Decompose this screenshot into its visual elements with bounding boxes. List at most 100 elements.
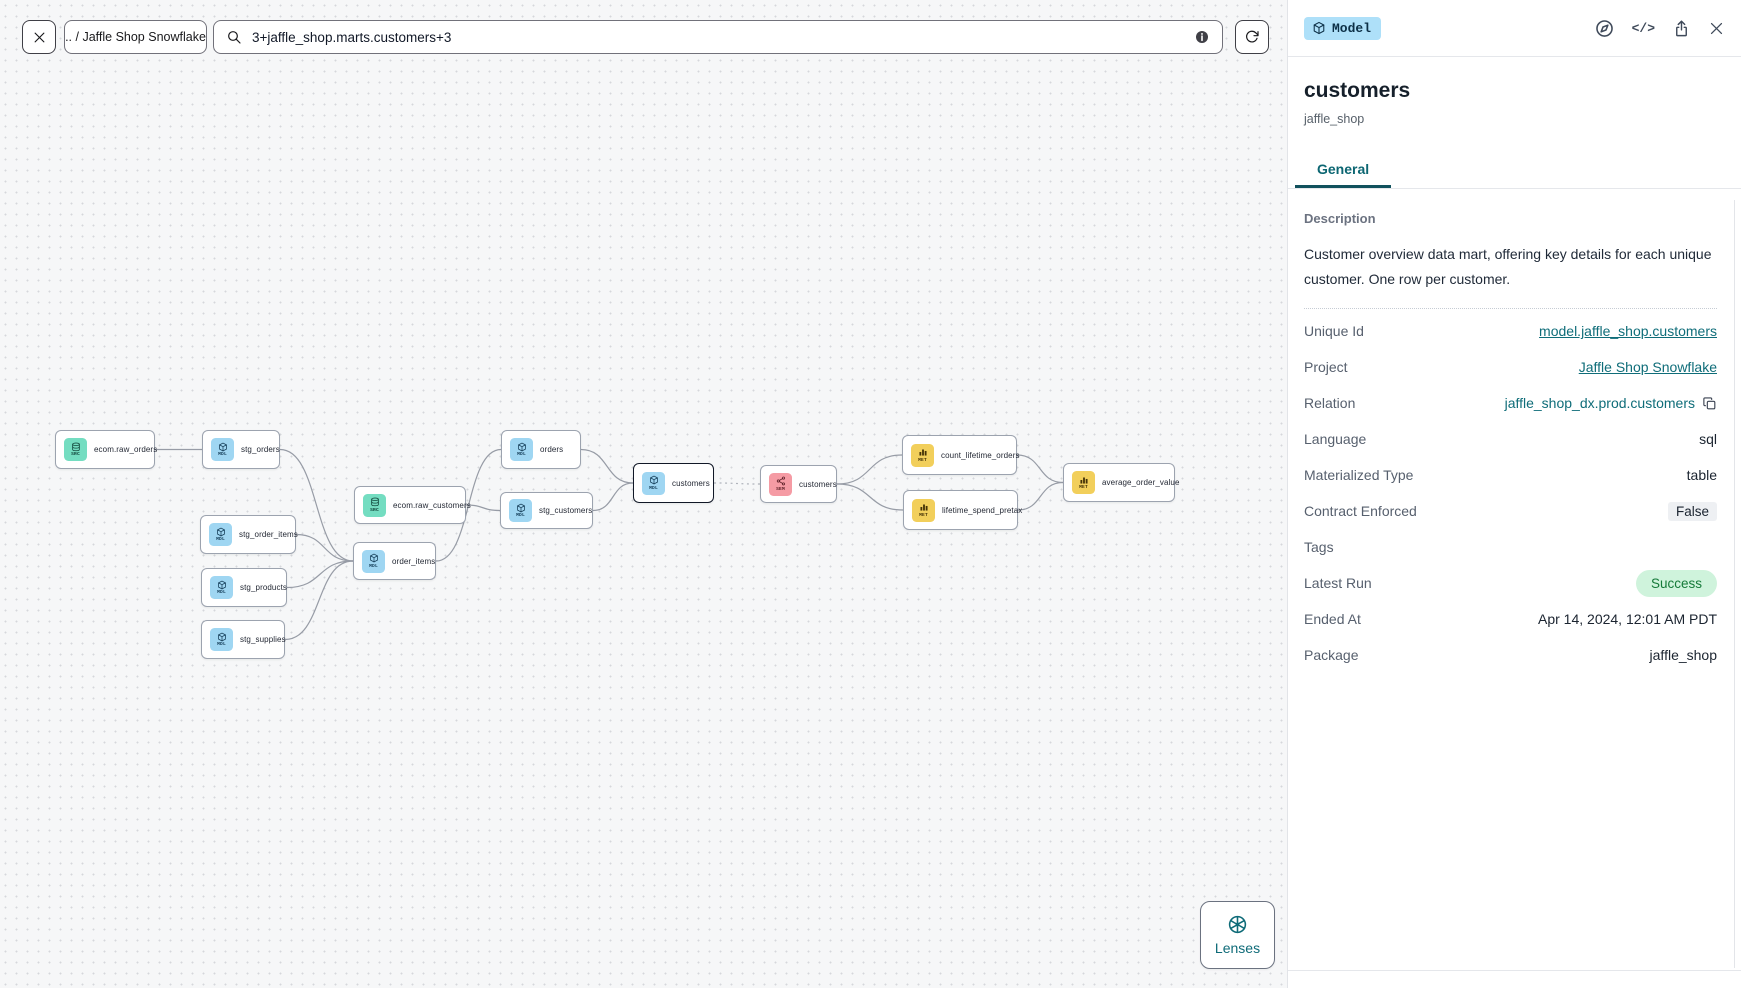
field-label: Unique Id	[1304, 323, 1364, 339]
node-label: ecom.raw_customers	[393, 500, 471, 510]
node-stg_orders[interactable]: MDL stg_orders	[202, 430, 280, 469]
node-lifetime_spend_pretax[interactable]: MET lifetime_spend_pretax	[903, 490, 1022, 530]
node-orders[interactable]: MDL orders	[501, 430, 581, 469]
field-row: Unique Id model.jaffle_shop.customers	[1304, 313, 1717, 349]
node-label: stg_customers	[539, 506, 593, 515]
field-label: Materialized Type	[1304, 467, 1414, 483]
page-subtitle: jaffle_shop	[1304, 112, 1365, 126]
search-icon	[226, 29, 242, 45]
field-label: Latest Run	[1304, 575, 1372, 591]
cube-icon: MDL	[510, 438, 533, 461]
node-stg_products[interactable]: MDL stg_products	[201, 568, 287, 607]
field-value: jaffle_shop	[1649, 647, 1717, 663]
node-label: average_order_value	[1102, 478, 1180, 487]
panel-scrollbar[interactable]	[1734, 200, 1735, 968]
node-label: stg_order_items	[239, 530, 298, 539]
bar-chart-icon: MET	[912, 498, 935, 522]
details-panel: Model </> customers jaffle_shop General …	[1287, 0, 1741, 988]
node-label: lifetime_spend_pretax	[942, 505, 1023, 515]
panel-footer	[1288, 970, 1741, 988]
node-label: orders	[540, 445, 564, 454]
copy-icon[interactable]	[1702, 396, 1717, 411]
field-label: Relation	[1304, 395, 1356, 411]
tab-bar: General	[1288, 150, 1741, 189]
field-label: Project	[1304, 359, 1348, 375]
field-value: Jaffle Shop Snowflake	[1578, 359, 1717, 375]
lineage-search[interactable]	[213, 20, 1223, 54]
node-label: order_items	[392, 556, 436, 566]
node-label: stg_products	[240, 583, 288, 592]
field-row: Latest Run Success	[1304, 565, 1717, 601]
status-badge: Success	[1635, 569, 1717, 597]
field-row: Ended At Apr 14, 2024, 12:01 AM PDT	[1304, 601, 1717, 637]
close-icon	[32, 30, 47, 45]
tab-general[interactable]: General	[1295, 150, 1392, 188]
cube-icon: MDL	[642, 471, 665, 495]
node-raw_customers[interactable]: SRC ecom.raw_customers	[354, 486, 471, 524]
refresh-icon	[1244, 29, 1260, 45]
cube-icon: MDL	[210, 576, 233, 599]
cube-icon	[1312, 21, 1326, 35]
close-lineage-button[interactable]	[22, 20, 56, 54]
lenses-button[interactable]: Lenses	[1200, 901, 1275, 969]
database-icon: SRC	[363, 493, 386, 517]
code-icon[interactable]: </>	[1631, 20, 1655, 36]
refresh-button[interactable]	[1235, 20, 1269, 54]
search-input[interactable]	[252, 29, 1184, 45]
cube-icon: MDL	[509, 499, 532, 522]
node-label: count_lifetime_orders	[941, 450, 1020, 460]
lenses-label: Lenses	[1214, 940, 1261, 956]
node-stg_customers[interactable]: MDL stg_customers	[500, 492, 593, 529]
node-average_order_value[interactable]: MET average_order_value	[1063, 463, 1179, 502]
field-label: Contract Enforced	[1304, 503, 1417, 519]
node-stg_order_items[interactable]: MDL stg_order_items	[200, 515, 298, 554]
field-label: Tags	[1304, 539, 1334, 555]
node-label: ecom.raw_orders	[94, 445, 158, 454]
field-row: Package jaffle_shop	[1304, 637, 1717, 673]
node-customers_model[interactable]: MDL customers	[633, 463, 714, 503]
field-label: Language	[1304, 431, 1367, 447]
bar-chart-icon: MET	[911, 443, 934, 467]
field-row: Project Jaffle Shop Snowflake	[1304, 349, 1717, 385]
details-panel-header: Model </>	[1288, 0, 1741, 57]
field-value: Apr 14, 2024, 12:01 AM PDT	[1538, 611, 1717, 627]
field-value: jaffle_shop_dx.prod.customers	[1505, 395, 1717, 411]
resource-type-badge: Model	[1304, 16, 1382, 40]
node-label: stg_orders	[241, 445, 280, 454]
resource-type-label: Model	[1332, 20, 1372, 36]
node-label: customers	[799, 479, 837, 489]
node-label: stg_supplies	[240, 635, 286, 644]
bar-chart-icon: MET	[1072, 471, 1095, 494]
node-label: customers	[672, 478, 710, 488]
node-raw_orders[interactable]: SRC ecom.raw_orders	[55, 430, 158, 469]
cube-icon: MDL	[211, 438, 234, 461]
field-label: Ended At	[1304, 611, 1361, 627]
info-icon[interactable]	[1194, 29, 1210, 45]
field-value: model.jaffle_shop.customers	[1539, 323, 1717, 339]
node-customers_sem[interactable]: SEM customers	[760, 465, 837, 503]
description-label: Description	[1304, 211, 1376, 226]
compass-icon[interactable]	[1594, 18, 1615, 39]
cube-icon: MDL	[209, 523, 232, 546]
database-icon: SRC	[64, 438, 87, 461]
node-count_lifetime_orders[interactable]: MET count_lifetime_orders	[902, 435, 1020, 475]
page-title: customers	[1304, 79, 1411, 102]
cube-icon: MDL	[362, 549, 385, 573]
share-nodes-icon: SEM	[769, 472, 792, 496]
field-row: Tags	[1304, 529, 1717, 565]
divider	[1304, 308, 1717, 309]
node-order_items[interactable]: MDL order_items	[353, 542, 436, 580]
description-text: Customer overview data mart, offering ke…	[1304, 246, 1712, 287]
field-row: Language sql	[1304, 421, 1717, 457]
close-panel-icon[interactable]	[1708, 20, 1725, 37]
share-icon[interactable]	[1672, 19, 1691, 38]
field-value: sql	[1699, 431, 1717, 447]
breadcrumb[interactable]: .. / Jaffle Shop Snowflake	[64, 20, 207, 54]
field-label: Package	[1304, 647, 1359, 663]
lens-icon	[1227, 914, 1248, 935]
